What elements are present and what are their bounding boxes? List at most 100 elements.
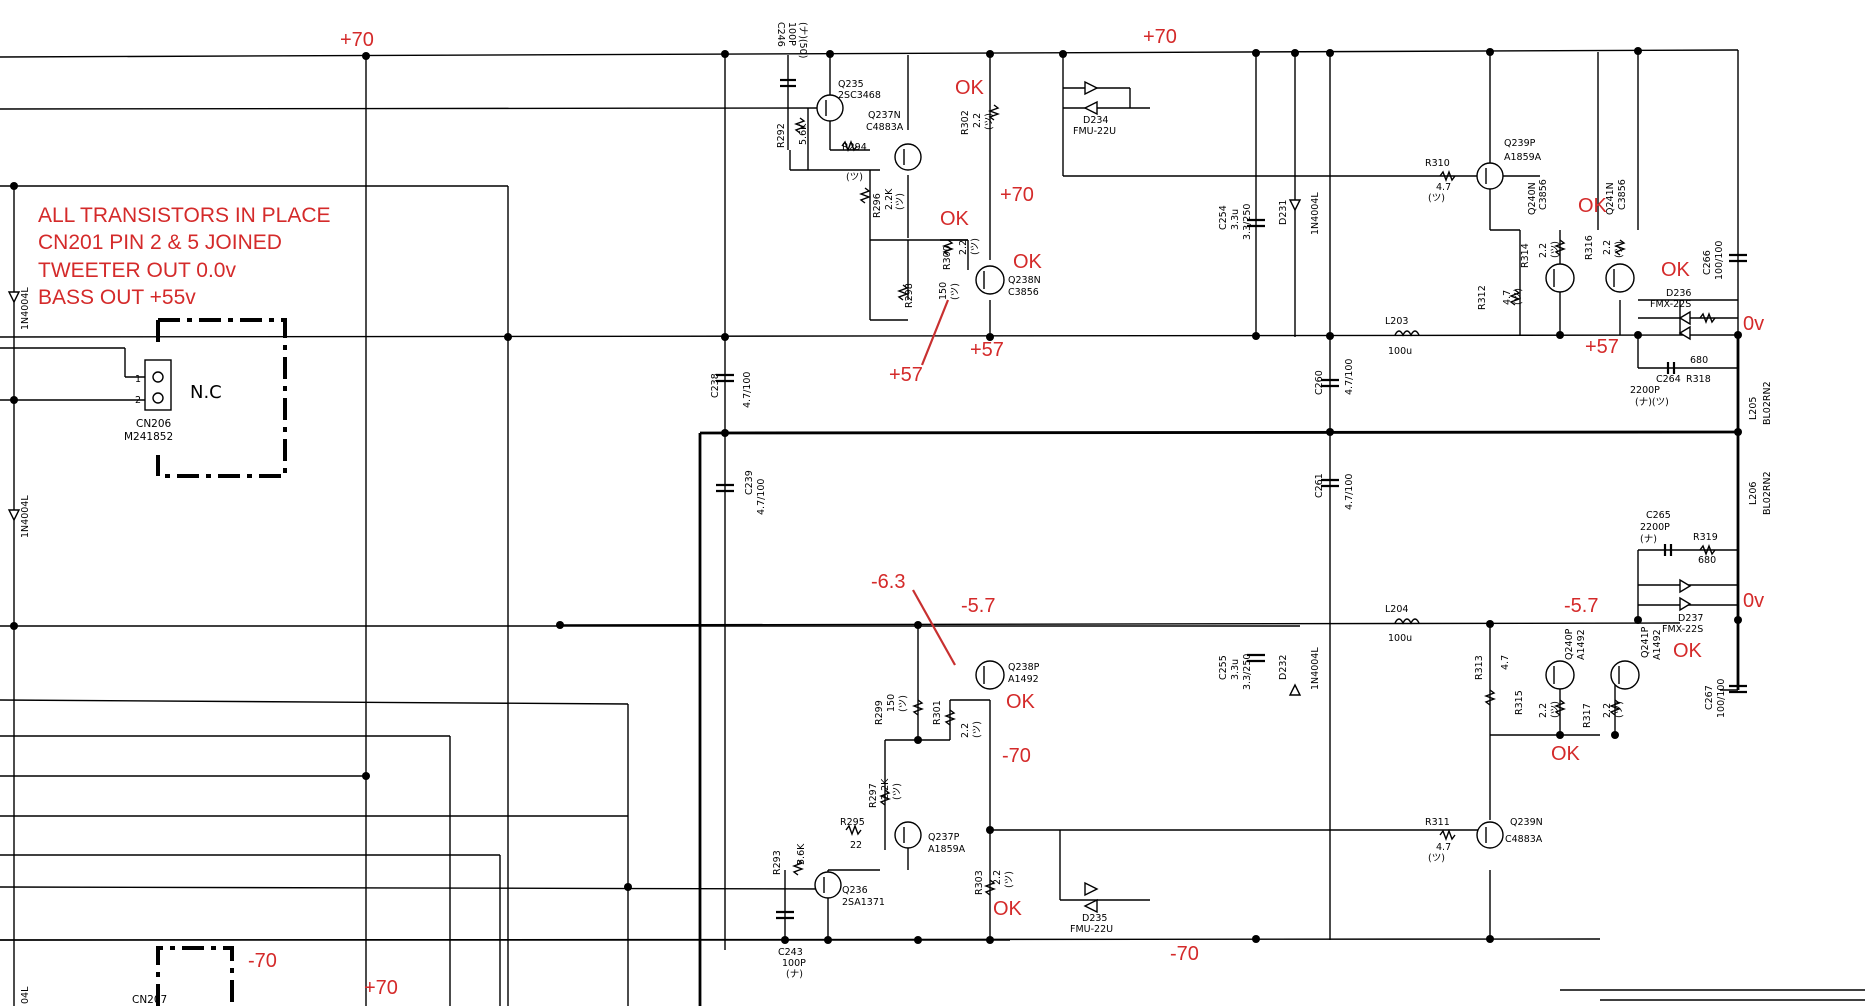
q239n-part: C4883A [1505,834,1543,845]
junction-dots [10,47,1742,944]
voltage-plus70-bottom-left: +70 [364,977,398,999]
q237n-symbol [894,143,922,171]
r299-sub: (ツ) [898,695,909,712]
q240n-symbol [1545,263,1575,293]
r310-sub: (ツ) [1428,193,1445,204]
l203-label: L203 [1385,316,1408,327]
d237-part: FMX-22S [1662,624,1703,635]
voltage-plus57-mid: +57 [970,339,1004,361]
d235-label: D235 [1082,913,1107,924]
annotation-lines [912,299,956,666]
c239-label: C239 [744,470,755,495]
voltage-minus70-bottom: -70 [1170,943,1199,965]
component-symbols [7,78,1747,920]
q237n-part: C4883A [866,122,904,133]
q239p-part: A1859A [1504,152,1542,163]
q241n-symbol [1605,263,1635,293]
c267-value: 100/100 [1716,679,1727,718]
q241n-label: Q241N [1605,182,1616,215]
q236-part: 2SA1371 [842,897,885,908]
c260-label: C260 [1314,370,1325,395]
r297-sub: (ツ) [892,783,903,800]
q240n-label: Q240N [1527,182,1538,215]
ok-q240p: OK [1551,743,1581,765]
nc-label: N.C [190,382,222,403]
c246-sub: (ナ)(50) [797,22,808,58]
ok-r303: OK [993,898,1023,920]
c255-volt: 3.3/250 [1242,654,1253,690]
c265-sub: (ナ) [1640,534,1657,545]
left-diode-1-part: 1N4004L [20,287,31,330]
connectors [144,318,287,1006]
q238n-symbol [975,265,1005,295]
c254-volt: 3.3/250 [1242,204,1253,240]
ok-q238n: OK [1013,251,1043,273]
d232-part: 1N4004L [1310,647,1321,690]
note-line-4: BASS OUT +55v [38,286,196,309]
r294-label: R294 [842,142,867,153]
c266-label: C266 [1702,250,1713,275]
q238n-label: Q238N [1008,275,1041,286]
voltage-plus70-top-left: +70 [340,29,374,51]
q238p-symbol [975,660,1005,690]
r295-value: 22 [850,840,862,851]
q241p-label: Q241P [1640,626,1651,658]
left-diode-2-part: 1N4004L [20,495,31,538]
r296-sub: (ツ) [895,193,906,210]
q235-symbol [816,94,844,122]
ok-q240n: OK [1578,195,1608,217]
d237-label: D237 [1678,613,1703,624]
cn206-pin1: 1 [135,374,141,385]
q238n-part: C3856 [1008,287,1039,298]
c265-label: C265 [1646,510,1671,521]
c264-label: C264 [1656,374,1681,385]
voltage-minus57-mid: -5.7 [961,595,995,617]
l204-value: 100u [1388,633,1412,644]
c266-value: 100/100 [1714,241,1725,280]
voltage-plus70-top-mid: +70 [1143,26,1177,48]
c238-value: 4.7/100 [742,372,753,408]
c264-sub: (ナ)(ツ) [1635,397,1669,408]
r314-value: 2.2 [1538,243,1549,258]
r294-value: (ツ) [846,172,863,183]
r312-value: 4.7 [1502,290,1513,305]
ok-d237: OK [1673,640,1703,662]
q238p-part: A1492 [1008,674,1039,685]
ok-q238p: OK [1006,691,1036,713]
r317-value: 2.2 [1602,703,1613,718]
l203-value: 100u [1388,346,1412,357]
voltage-minus70-mid: -70 [1002,745,1031,767]
r313-label: R313 [1474,655,1485,680]
r292-label: R292 [776,123,787,148]
r310-label: R310 [1425,158,1450,169]
voltage-minus57-right: -5.7 [1564,595,1598,617]
q237n-label: Q237N [868,110,901,121]
q239p-symbol [1476,162,1504,190]
cn206-label: CN206 [136,418,172,430]
d236-part: FMX-22S [1650,299,1691,310]
r297-label: R297 [868,783,879,808]
ok-q241n: OK [1661,259,1691,281]
r296-label: R296 [872,193,883,218]
cn206-pin2: 2 [135,395,141,406]
c243-value: 100P [782,958,806,969]
d236-label: D236 [1666,288,1691,299]
note-line-1: ALL TRANSISTORS IN PLACE [38,204,331,227]
r301-sub: (ツ) [972,721,983,738]
voltage-zero-bottom: 0v [1743,590,1764,612]
r313-value: 4.7 [1500,655,1511,670]
q235-label: Q235 [838,79,864,90]
c267-label: C267 [1704,685,1715,710]
q240p-part: A1492 [1576,629,1587,660]
r315-label: R315 [1514,690,1525,715]
r301-value: 2.2 [960,723,971,738]
r303-value: 2.2 [992,870,1003,885]
q235-part: 2SC3468 [838,90,881,101]
c255-value: 3.3u [1230,659,1241,680]
q241p-symbol [1610,660,1640,690]
c243-label: C243 [778,947,803,958]
q238p-label: Q238P [1008,662,1040,673]
r301-label: R301 [932,700,943,725]
r293-label: R293 [772,850,783,875]
r295-label: R295 [840,817,865,828]
